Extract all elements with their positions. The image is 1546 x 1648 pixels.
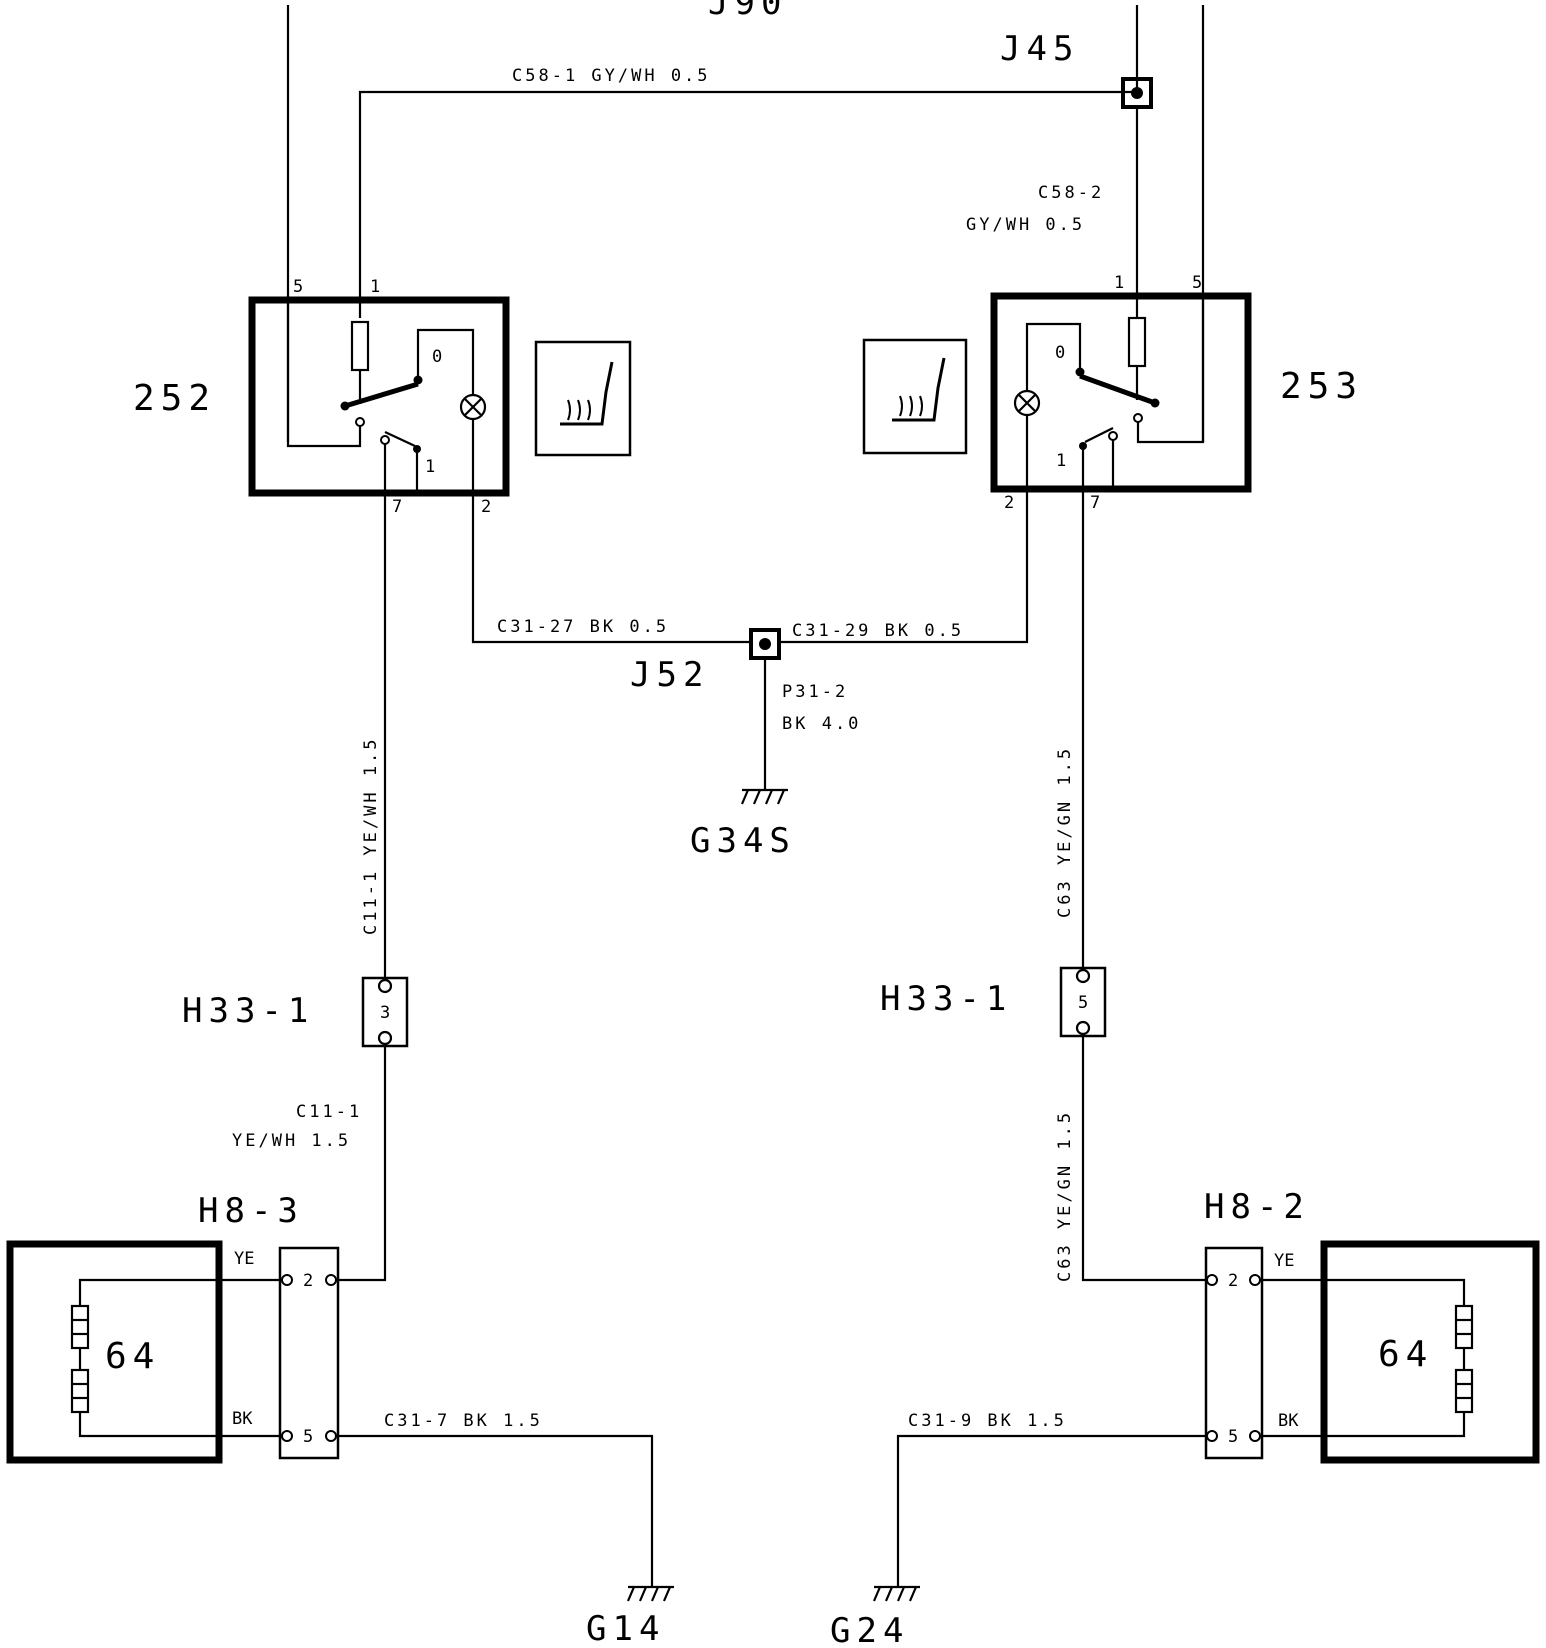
top-connector-label: J90 xyxy=(708,0,787,23)
seat-heater-switch-252 xyxy=(248,296,510,497)
switch-252-pos-0: 0 xyxy=(432,347,442,367)
connector-h8-2 xyxy=(1204,1246,1264,1460)
connector-h33-1-left xyxy=(361,976,409,1048)
heater-label-64-left: 64 xyxy=(105,1336,160,1377)
switch-252-pos-1: 1 xyxy=(425,457,435,477)
switch-253-pin-2: 2 xyxy=(1004,493,1014,513)
wire-label-c58-1: C58-1 GY/WH 0.5 xyxy=(512,66,711,86)
connector-h8-3 xyxy=(278,1246,340,1460)
switch-252-pin-5: 5 xyxy=(293,277,303,297)
heater-right-wire-bk: BK xyxy=(1278,1411,1299,1431)
wire-label-c31-9: C31-9 BK 1.5 xyxy=(908,1411,1067,1431)
wire-c11-1-lower xyxy=(333,1044,387,1282)
connector-h8-2-pin-5: 5 xyxy=(1228,1427,1238,1447)
wire-c31-29 xyxy=(780,489,1029,644)
ground-label-g34s: G34S xyxy=(690,821,796,861)
wire-c58-1 xyxy=(358,90,1137,318)
wire-label-c63-vertical-top: C63 YE/GN 1.5 xyxy=(1055,746,1075,918)
connector-h8-3-pin-2: 2 xyxy=(303,1271,313,1291)
connector-h33-1-left-pin: 3 xyxy=(380,1003,390,1023)
connector-label-h8-3: H8-3 xyxy=(198,1191,304,1231)
ground-symbol-g14 xyxy=(626,1585,674,1602)
connector-label-h33-1-left: H33-1 xyxy=(182,991,314,1031)
switch-253-pos-0: 0 xyxy=(1055,343,1065,363)
switch-253-pos-1: 1 xyxy=(1056,451,1066,471)
wire-label-p31-2-b: BK 4.0 xyxy=(782,714,861,734)
wire-label-p31-2-a: P31-2 xyxy=(782,682,848,702)
wire-label-c31-7: C31-7 BK 1.5 xyxy=(384,1411,543,1431)
heater-left-wire-ye: YE xyxy=(234,1249,254,1269)
switch-252-pin-1: 1 xyxy=(370,277,380,297)
switch-252-pin-7: 7 xyxy=(392,497,402,517)
junction-label-j45: J45 xyxy=(1000,29,1079,69)
wire-c63-lower xyxy=(1081,1034,1210,1282)
switch-252-pin-2: 2 xyxy=(481,497,491,517)
heater-left-wire-bk: BK xyxy=(232,1409,253,1429)
connector-h8-3-pin-5: 5 xyxy=(303,1427,313,1447)
connector-h8-2-pin-2: 2 xyxy=(1228,1271,1238,1291)
switch-label-252: 252 xyxy=(133,378,216,419)
connector-h33-1-right xyxy=(1059,966,1107,1038)
wire-label-c11-1-a: C11-1 xyxy=(296,1102,362,1122)
connector-h33-1-right-pin: 5 xyxy=(1078,993,1088,1013)
switch-label-253: 253 xyxy=(1280,366,1363,407)
connector-label-h33-1-right: H33-1 xyxy=(880,979,1012,1019)
connector-label-h8-2: H8-2 xyxy=(1204,1187,1310,1227)
seat-heater-icon xyxy=(534,340,632,457)
switch-253-pin-7: 7 xyxy=(1090,493,1100,513)
junction-label-j52: J52 xyxy=(630,655,709,695)
wire-label-c11-1-b: YE/WH 1.5 xyxy=(232,1131,351,1151)
wire-label-c31-29: C31-29 BK 0.5 xyxy=(792,621,964,641)
wire-label-c58-2-b: GY/WH 0.5 xyxy=(966,215,1085,235)
seat-heater-element-64-right xyxy=(1320,1240,1540,1464)
wire-label-c11-1-vertical: C11-1 YE/WH 1.5 xyxy=(361,736,381,935)
ground-symbol-g34s xyxy=(740,788,788,805)
switch-253-pin-5: 5 xyxy=(1192,273,1202,293)
heater-label-64-right: 64 xyxy=(1378,1334,1433,1375)
ground-label-g24: G24 xyxy=(830,1611,909,1648)
wire-c31-27 xyxy=(471,493,750,644)
heater-right-wire-ye: YE xyxy=(1274,1251,1294,1271)
junction-j52 xyxy=(749,628,781,660)
seat-heater-element-64-left xyxy=(6,1240,223,1464)
wire-label-c58-2-a: C58-2 xyxy=(1038,183,1104,203)
ground-label-g14: G14 xyxy=(586,1609,665,1648)
wire-label-c31-27: C31-27 BK 0.5 xyxy=(497,617,669,637)
seat-heater-icon xyxy=(862,338,968,455)
wire-c31-7 xyxy=(336,1434,654,1587)
ground-symbol-g24 xyxy=(872,1585,920,1602)
switch-253-pin-1: 1 xyxy=(1114,273,1124,293)
seat-heater-switch-253 xyxy=(990,292,1252,493)
wire-label-c63-vertical-bottom: C63 YE/GN 1.5 xyxy=(1055,1110,1075,1282)
wire-c31-9 xyxy=(896,1434,1208,1587)
